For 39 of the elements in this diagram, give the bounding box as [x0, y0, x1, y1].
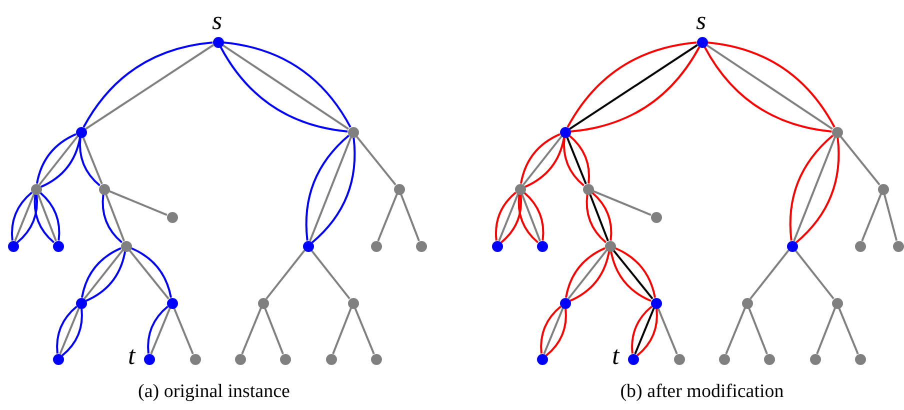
edge-line [354, 308, 375, 354]
edge-line [266, 250, 306, 300]
curved-edge [592, 192, 612, 241]
edge-line [748, 308, 768, 354]
edge-line [173, 308, 194, 354]
vertex-label: t [128, 343, 136, 369]
edge-line [657, 308, 678, 354]
curved-edge [102, 194, 122, 244]
curved-edge [586, 194, 606, 244]
edge-line [592, 190, 652, 216]
edge-line [725, 308, 746, 354]
edge-line [400, 194, 420, 242]
edge-line [861, 194, 882, 242]
curved-edge [34, 194, 54, 244]
edge-line [37, 194, 57, 242]
curved-edge [518, 194, 538, 244]
edge-line [840, 136, 880, 186]
edge-line [883, 194, 898, 241]
edge-line [816, 308, 836, 354]
edge-line [310, 250, 350, 300]
edge-line [105, 194, 125, 242]
curved-edge [524, 192, 544, 241]
edge-line [108, 190, 168, 216]
edge-line [794, 250, 834, 300]
curved-edge [40, 192, 60, 241]
vertex-label: t [612, 343, 620, 369]
vertex-label: s [212, 8, 222, 34]
edge-line [332, 308, 352, 354]
edge-line [838, 308, 859, 354]
edge-line [521, 194, 541, 242]
vertex-label: s [696, 8, 706, 34]
edge-line [264, 308, 284, 354]
edge-line [750, 250, 790, 300]
subfigure-caption: (b) after modification [620, 380, 784, 404]
edge-line [589, 194, 609, 242]
subfigure-caption: (a) original instance [138, 380, 290, 404]
edge-line [241, 308, 262, 354]
edge-line [356, 136, 396, 186]
edge-line [377, 194, 398, 242]
